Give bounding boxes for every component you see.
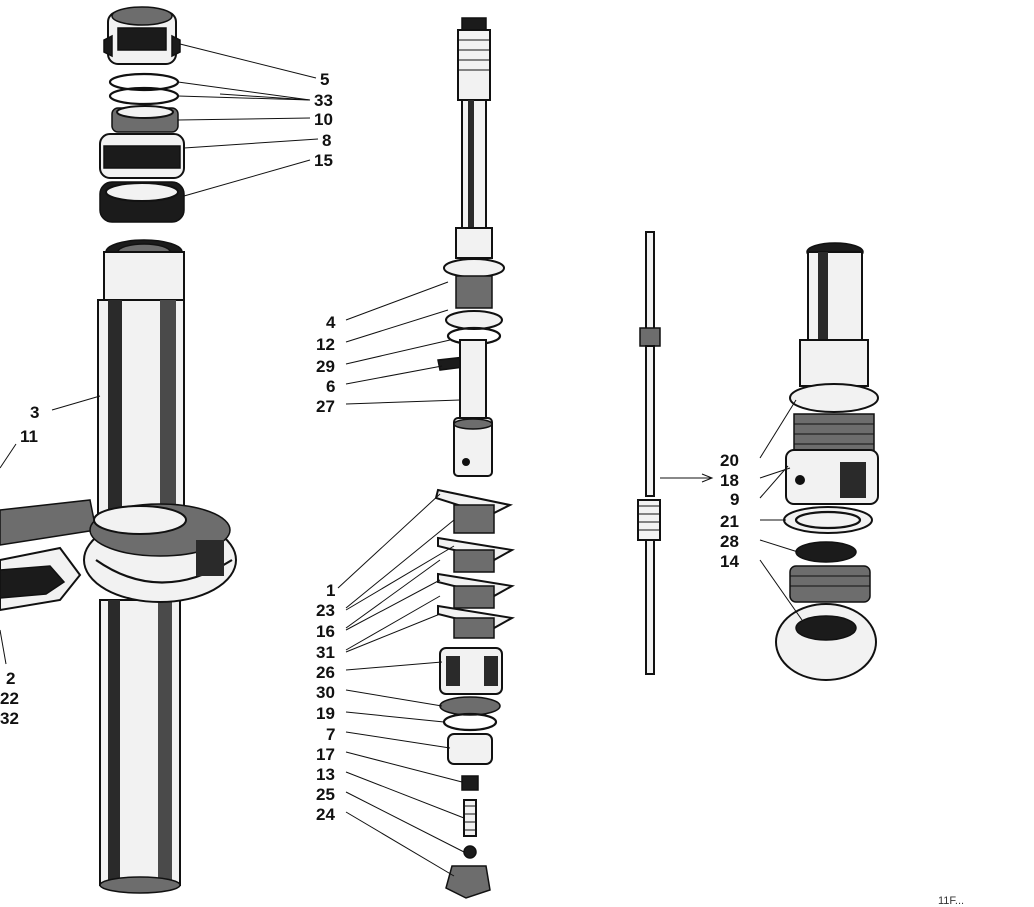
callout-24: 24	[316, 805, 335, 824]
callout-5: 5	[320, 70, 329, 89]
callout-14: 14	[720, 552, 739, 571]
callout-25: 25	[316, 785, 335, 804]
callout-23: 23	[316, 601, 335, 620]
callout-17: 17	[316, 745, 335, 764]
leader-lines	[0, 43, 803, 877]
callout-8: 8	[322, 131, 331, 150]
callout-3: 3	[30, 403, 39, 422]
callout-22: 22	[0, 689, 19, 708]
callout-7: 7	[326, 725, 335, 744]
central-shaft	[434, 17, 516, 899]
callout-28: 28	[720, 532, 739, 551]
frame-arm	[0, 499, 237, 612]
callout-13: 13	[316, 765, 335, 784]
callout-16: 16	[316, 622, 335, 641]
callout-6: 6	[326, 377, 335, 396]
callout-11: 11	[20, 427, 38, 446]
callout-4: 4	[326, 313, 336, 332]
part-18-rod	[637, 231, 661, 675]
callout-19: 19	[316, 704, 335, 723]
callout-21: 21	[720, 512, 739, 531]
callout-26: 26	[316, 663, 335, 682]
callout-20: 20	[720, 451, 739, 470]
corner-mark: 11F...	[938, 895, 964, 907]
callout-9: 9	[730, 490, 739, 509]
right-valve-assembly	[775, 242, 879, 681]
callout-29: 29	[316, 357, 335, 376]
callout-15: 15	[314, 151, 333, 170]
callout-2: 2	[6, 669, 15, 688]
callout-labels: 5 33 10 8 15 3 11 2 22 32 4 12 29 6 27 1…	[0, 70, 964, 907]
top-nut-stack	[99, 6, 185, 223]
vane-stack	[434, 488, 516, 639]
callout-10: 10	[314, 110, 333, 129]
callout-12: 12	[316, 335, 335, 354]
callout-30: 30	[316, 683, 335, 702]
part-3-tube	[97, 239, 185, 894]
callout-33: 33	[314, 91, 333, 110]
callout-27: 27	[316, 397, 335, 416]
callout-32: 32	[0, 709, 19, 728]
callout-1: 1	[326, 581, 335, 600]
callout-31: 31	[316, 643, 335, 662]
callout-18: 18	[720, 471, 739, 490]
